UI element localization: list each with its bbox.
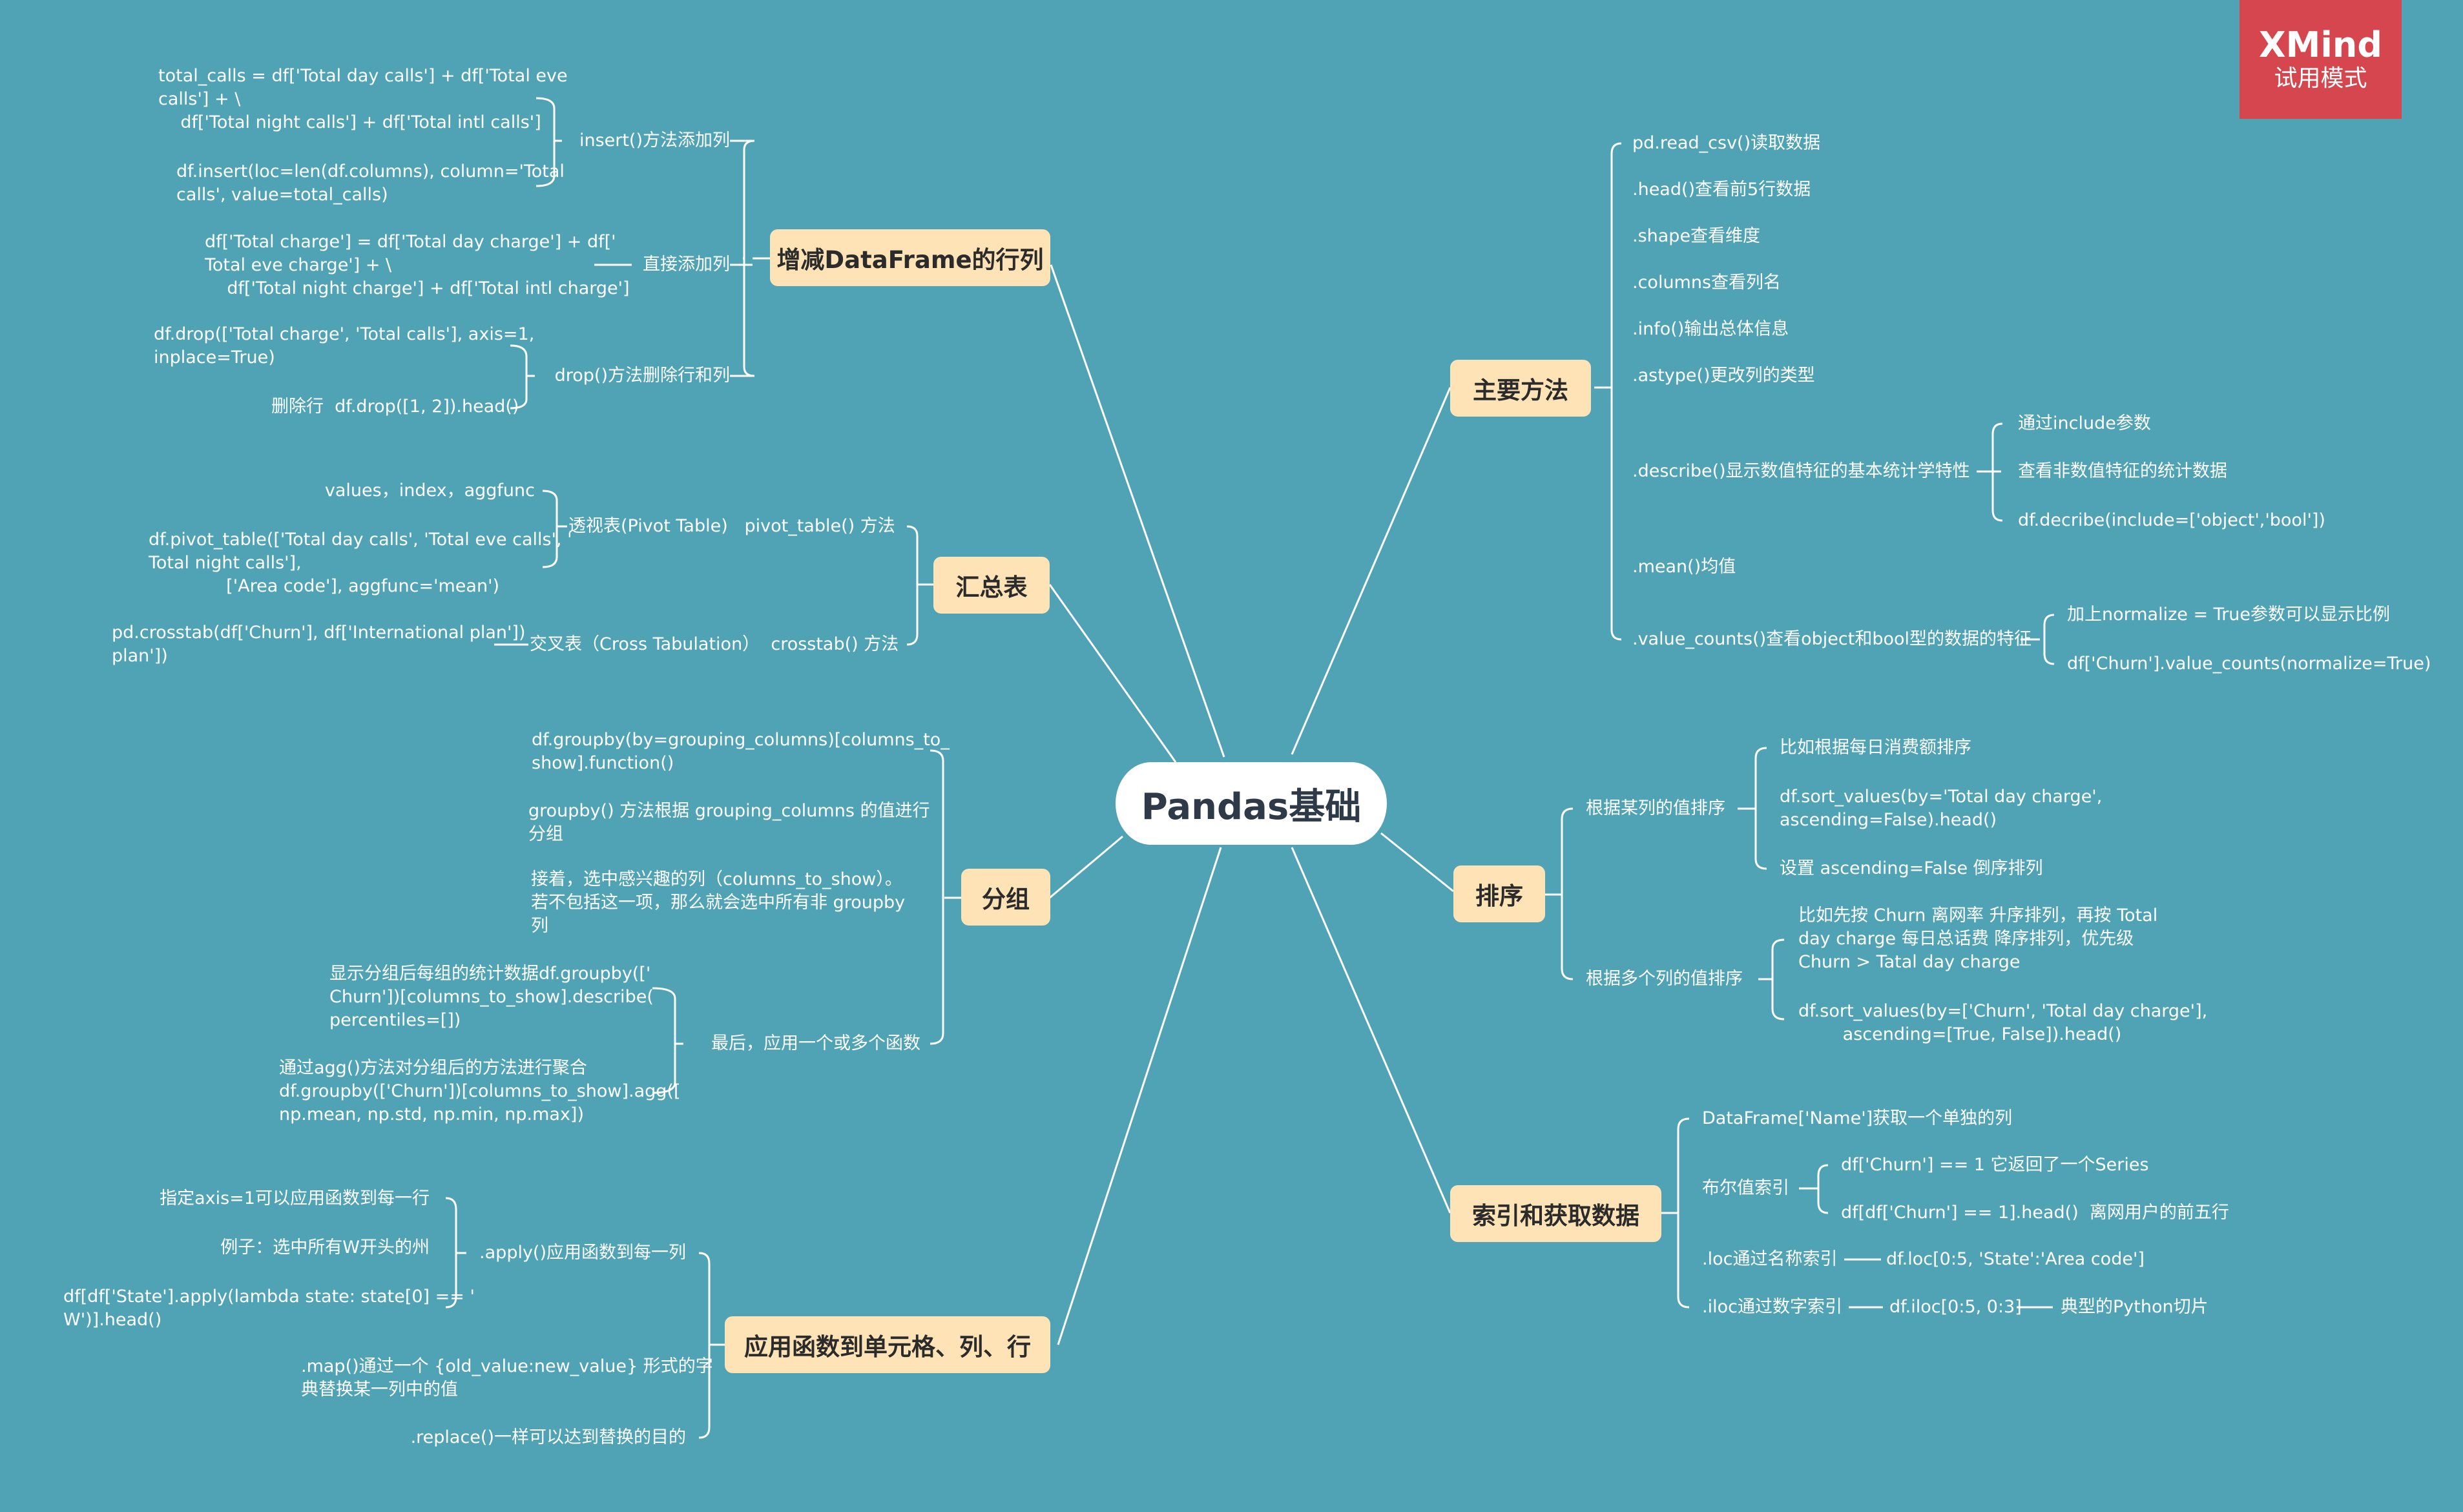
node-apply-col[interactable]: .apply()应用函数到每一列 xyxy=(479,1243,686,1263)
node-sort-1b: df.sort_values(by='Total day charge', as… xyxy=(1780,787,2103,830)
central-topic[interactable]: Pandas基础 xyxy=(1116,762,1387,845)
node-main-3[interactable]: .shape查看维度 xyxy=(1632,226,1761,246)
link-center-summary xyxy=(1048,584,1177,763)
node-main-4[interactable]: .columns查看列名 xyxy=(1632,273,1782,293)
node-main-9a: 加上normalize = True参数可以显示比例 xyxy=(2067,605,2391,625)
branch-summary[interactable]: 汇总表 xyxy=(933,557,1050,614)
node-insert[interactable]: insert()方法添加列 xyxy=(579,130,730,150)
node-index-3a: df.loc[0:5, 'State':'Area code'] xyxy=(1886,1249,2145,1269)
node-crosstab[interactable]: 交叉表（Cross Tabulation） crosstab() 方法 xyxy=(530,634,899,654)
link-center-index xyxy=(1291,847,1451,1214)
node-sort-2[interactable]: 根据多个列的值排序 xyxy=(1586,969,1743,989)
node-drop-code1: df.drop(['Total charge', 'Total calls'],… xyxy=(154,324,535,368)
node-index-3[interactable]: .loc通过名称索引 xyxy=(1702,1249,1838,1269)
node-group-4b: 通过agg()方法对分组后的方法进行聚合 df.groupby(['Churn'… xyxy=(279,1058,681,1124)
branch-add-remove[interactable]: 增减DataFrame的行列 xyxy=(770,229,1050,286)
node-main-5[interactable]: .info()输出总体信息 xyxy=(1632,319,1789,339)
node-apply-b: 例子：选中所有W开头的州 xyxy=(220,1238,430,1258)
branch-index[interactable]: 索引和获取数据 xyxy=(1450,1185,1661,1242)
link-center-sort xyxy=(1380,832,1454,893)
node-replace[interactable]: .replace()一样可以达到替换的目的 xyxy=(410,1427,686,1447)
node-main-8[interactable]: .mean()均值 xyxy=(1632,557,1736,577)
node-pivot-code2: df.pivot_table(['Total day calls', 'Tota… xyxy=(149,530,572,596)
branch-main-methods[interactable]: 主要方法 xyxy=(1450,360,1591,417)
node-main-7[interactable]: .describe()显示数值特征的基本统计学特性 xyxy=(1632,461,1970,481)
node-group-3: 接着，选中感兴趣的列（columns_to_show）。 若不包括这一项，那么就… xyxy=(531,869,906,936)
node-group-4[interactable]: 最后，应用一个或多个函数 xyxy=(711,1033,920,1053)
node-pivot[interactable]: 透视表(Pivot Table) pivot_table() 方法 xyxy=(568,516,895,536)
node-sort-2b: df.sort_values(by=['Churn', 'Total day c… xyxy=(1798,1001,2208,1044)
node-sort-1[interactable]: 根据某列的值排序 xyxy=(1586,798,1725,818)
node-drop[interactable]: drop()方法删除行和列 xyxy=(554,366,730,386)
node-map[interactable]: .map()通过一个 {old_value:new_value} 形式的字 典替… xyxy=(301,1356,713,1400)
node-direct[interactable]: 直接添加列 xyxy=(643,254,730,274)
link-center-add xyxy=(1050,264,1225,758)
node-apply-a: 指定axis=1可以应用函数到每一行 xyxy=(160,1188,430,1208)
node-main-7c: df.decribe(include=['object','bool']) xyxy=(2018,510,2325,530)
node-index-1[interactable]: DataFrame['Name']获取一个单独的列 xyxy=(1702,1108,2013,1128)
node-index-4b: 典型的Python切片 xyxy=(2061,1297,2208,1317)
branch-sort[interactable]: 排序 xyxy=(1453,865,1545,922)
node-direct-code: df['Total charge'] = df['Total day charg… xyxy=(205,232,630,298)
branch-apply[interactable]: 应用函数到单元格、列、行 xyxy=(725,1316,1050,1373)
watermark-brand: XMind xyxy=(2259,25,2382,65)
link-center-main xyxy=(1291,387,1451,755)
xmind-watermark: XMind 试用模式 xyxy=(2240,0,2402,119)
node-main-7a: 通过include参数 xyxy=(2018,413,2151,433)
node-insert-code2: df.insert(loc=len(df.columns), column='T… xyxy=(176,161,565,205)
node-index-2a: df['Churn'] == 1 它返回了一个Series xyxy=(1841,1155,2149,1175)
node-index-2b: df[df['Churn'] == 1].head() 离网用户的前五行 xyxy=(1841,1203,2229,1223)
node-insert-code1: total_calls = df['Total day calls'] + df… xyxy=(158,66,568,132)
watermark-mode: 试用模式 xyxy=(2274,65,2367,92)
branch-group[interactable]: 分组 xyxy=(961,869,1050,926)
node-main-9[interactable]: .value_counts()查看object和bool型的数据的特征 xyxy=(1632,629,2032,649)
node-group-1: df.groupby(by=grouping_columns)[columns_… xyxy=(532,730,950,773)
node-crosstab-code: pd.crosstab(df['Churn'], df['Internation… xyxy=(112,623,526,666)
link-center-apply xyxy=(1057,847,1222,1345)
node-main-6[interactable]: .astype()更改列的类型 xyxy=(1632,366,1815,386)
node-main-9b: df['Churn'].value_counts(normalize=True) xyxy=(2067,654,2431,674)
node-index-2[interactable]: 布尔值索引 xyxy=(1702,1178,1789,1198)
link-center-group xyxy=(1049,835,1123,899)
node-index-4[interactable]: .iloc通过数字索引 xyxy=(1702,1297,1842,1317)
node-main-7b: 查看非数值特征的统计数据 xyxy=(2018,461,2227,481)
node-sort-2a: 比如先按 Churn 离网率 升序排列，再按 Total day charge … xyxy=(1798,906,2158,972)
node-group-4a: 显示分组后每组的统计数据df.groupby([' Churn'])[colum… xyxy=(329,964,654,1030)
node-sort-1a: 比如根据每日消费额排序 xyxy=(1780,738,1971,758)
node-index-4a: df.iloc[0:5, 0:3] xyxy=(1889,1297,2022,1317)
node-main-1[interactable]: pd.read_csv()读取数据 xyxy=(1632,133,1821,153)
node-sort-1c: 设置 ascending=False 倒序排列 xyxy=(1780,858,2043,878)
node-apply-c: df[df['State'].apply(lambda state: state… xyxy=(63,1287,475,1330)
node-main-2[interactable]: .head()查看前5行数据 xyxy=(1632,180,1811,200)
node-drop-code2: 删除行 df.drop([1, 2]).head() xyxy=(271,397,519,417)
node-pivot-code1: values，index，aggfunc xyxy=(324,481,535,501)
node-group-2: groupby() 方法根据 grouping_columns 的值进行 分组 xyxy=(528,801,930,844)
